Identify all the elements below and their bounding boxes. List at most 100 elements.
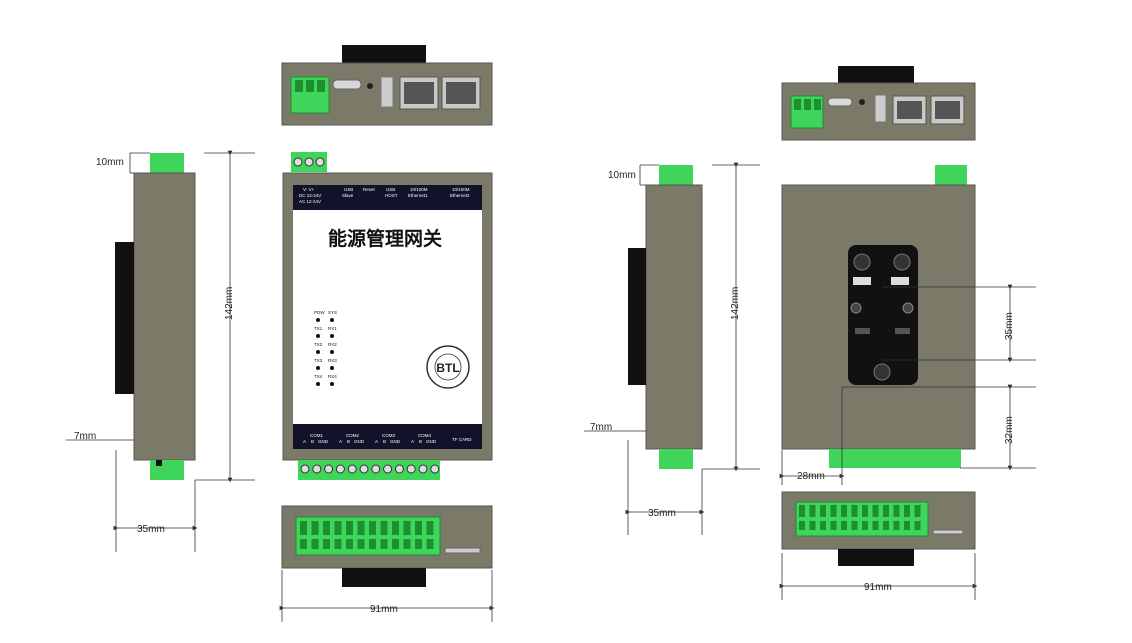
led-label: TX1 — [314, 326, 323, 331]
terminal-screw — [383, 464, 393, 474]
terminal-slot — [883, 505, 889, 517]
terminal-screw — [300, 464, 310, 474]
led-indicator — [316, 366, 320, 370]
panel-label-top: USB — [386, 187, 395, 192]
panel-label-bottom: B — [419, 439, 422, 444]
terminal-slot — [346, 539, 353, 549]
led-label: TX3 — [314, 358, 323, 363]
bottom-view-front — [281, 505, 493, 587]
terminal-slot — [914, 521, 921, 530]
terminal-slot — [415, 539, 422, 549]
dim-back-connector: 10mm — [608, 170, 636, 181]
terminal-slot — [872, 521, 879, 530]
panel-label-bottom: B — [311, 439, 314, 444]
dim-front-width: 91mm — [370, 604, 398, 615]
terminal-slot — [862, 521, 868, 530]
led-label: TX4 — [314, 374, 323, 379]
terminal-slot — [357, 521, 365, 535]
terminal-slot — [334, 539, 342, 549]
terminal-slot — [403, 521, 411, 535]
panel-label-top: AC 12-24V — [299, 199, 321, 204]
terminal-slot — [809, 505, 816, 517]
terminal-slot — [809, 521, 816, 530]
terminal-screw — [394, 464, 404, 474]
terminal-screw — [324, 464, 334, 474]
terminal-slot — [820, 521, 826, 530]
terminal-slot — [914, 505, 921, 517]
led-indicator — [316, 350, 320, 354]
terminal-slot — [799, 505, 805, 517]
terminal-slot — [334, 521, 342, 535]
panel-label-bottom: A — [411, 439, 414, 444]
dim-rail-35: 35mm — [1004, 312, 1015, 340]
btl-text: BTL — [436, 361, 459, 375]
panel-label-top: Ethernet1 — [408, 193, 428, 198]
dim-front-connector: 10mm — [96, 157, 124, 168]
terminal-screw — [312, 464, 322, 474]
dim-back-offset: 7mm — [590, 422, 612, 433]
terminal-screw — [347, 464, 357, 474]
dim-front-height: 142mm — [224, 287, 235, 320]
terminal-slot — [426, 521, 434, 535]
led-indicator — [330, 382, 334, 386]
terminal-slot — [893, 505, 900, 517]
dim-rail-28: 28mm — [797, 471, 825, 482]
panel-label-bottom: B — [383, 439, 386, 444]
led-label: RX1 — [328, 326, 337, 331]
terminal-slot — [311, 539, 319, 549]
led-label: PDW — [314, 310, 325, 315]
panel-label-bottom: GND — [390, 439, 401, 444]
bottom-view-back — [781, 491, 976, 566]
terminal-slot — [841, 505, 847, 517]
terminal-slot — [300, 539, 307, 549]
panel-label-bottom: COM3 — [382, 433, 395, 438]
terminal-screw — [359, 464, 369, 474]
side-view-front — [115, 153, 196, 480]
back-view — [781, 165, 976, 468]
panel-label-bottom: COM1 — [310, 433, 323, 438]
panel-label-bottom: A — [303, 439, 306, 444]
terminal-slot — [300, 521, 307, 535]
dim-front-offset: 7mm — [74, 431, 96, 442]
panel-label-top: V- V+ — [303, 187, 315, 192]
panel-label-top: HOST — [385, 193, 398, 198]
terminal-slot — [380, 521, 388, 535]
panel-label-top: USB — [344, 187, 353, 192]
device-title: 能源管理网关 — [328, 227, 442, 250]
terminal-slot — [830, 505, 837, 517]
led-indicator — [330, 334, 334, 338]
terminal-slot — [841, 521, 847, 530]
terminal-slot — [799, 521, 805, 530]
panel-label-bottom: GND — [354, 439, 365, 444]
panel-label-bottom: B — [347, 439, 350, 444]
terminal-slot — [904, 521, 910, 530]
terminal-slot — [323, 539, 330, 549]
terminal-slot — [862, 505, 868, 517]
terminal-slot — [851, 505, 858, 517]
terminal-slot — [369, 539, 376, 549]
panel-label-bottom: GND — [318, 439, 329, 444]
panel-label-top: DC 12-24V — [299, 193, 321, 198]
terminal-slot — [893, 521, 900, 530]
panel-label-top: 10/100M — [410, 187, 428, 192]
terminal-slot — [426, 539, 434, 549]
led-indicator — [316, 382, 320, 386]
terminal-screw — [335, 464, 345, 474]
led-label: TX2 — [314, 342, 323, 347]
terminal-screw — [406, 464, 416, 474]
terminal-slot — [851, 521, 858, 530]
panel-label-top: Slave — [342, 193, 354, 198]
terminal-slot — [415, 521, 422, 535]
dim-front-depth: 35mm — [137, 524, 165, 535]
terminal-slot — [346, 521, 353, 535]
dim-rail-32: 32mm — [1004, 416, 1015, 444]
terminal-slot — [392, 521, 399, 535]
dim-back-height: 142mm — [730, 287, 741, 320]
terminal-slot — [872, 505, 879, 517]
led-label: SYS — [328, 310, 337, 315]
terminal-slot — [311, 521, 319, 535]
terminal-slot — [403, 539, 411, 549]
panel-label-bottom: GND — [426, 439, 437, 444]
